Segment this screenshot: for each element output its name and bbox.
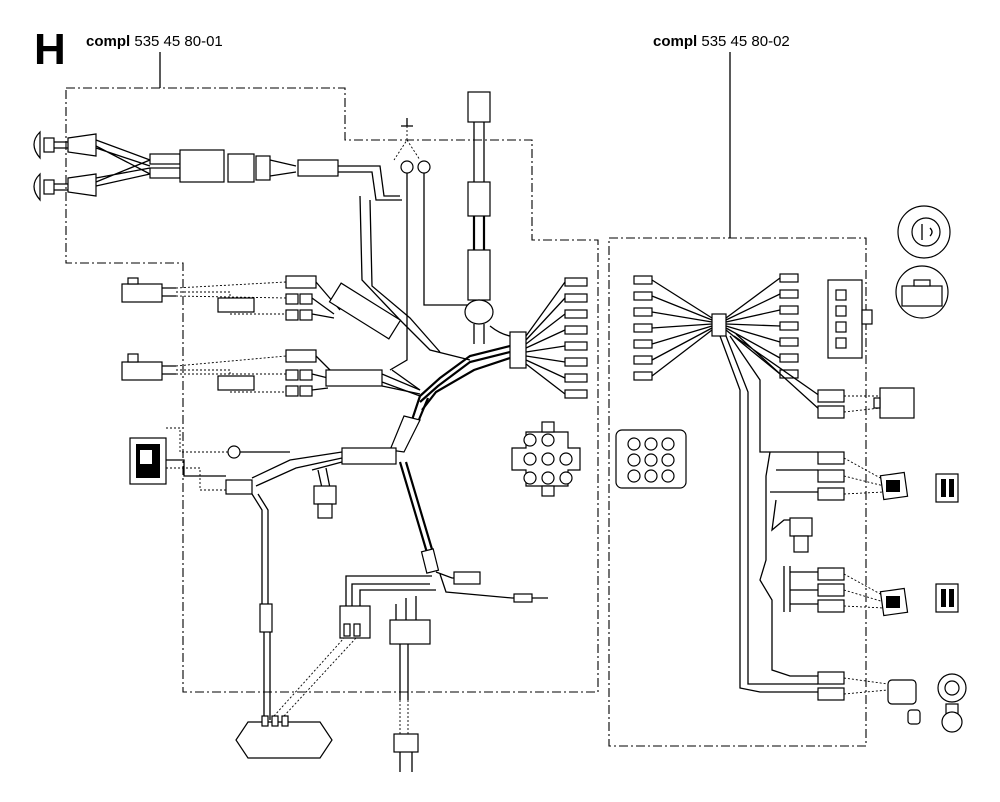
main-harness-trunk bbox=[359, 195, 511, 423]
dotted-links-switches bbox=[843, 395, 889, 695]
assembly-label-right: compl 535 45 80-02 bbox=[653, 34, 790, 49]
relay-left bbox=[129, 427, 290, 495]
assembly-label-left: compl 535 45 80-01 bbox=[86, 34, 223, 49]
right-connector-8 bbox=[817, 599, 845, 613]
headlight-upper bbox=[33, 130, 97, 160]
connector-housing-right bbox=[827, 279, 873, 359]
assembly-part-number-left: 535 45 80-01 bbox=[134, 33, 223, 50]
connector-9pin-right bbox=[615, 429, 687, 489]
assembly-boundary-right bbox=[608, 237, 867, 747]
regulator-branch bbox=[235, 493, 357, 759]
switch-lower-left bbox=[121, 349, 421, 397]
headlight-wires bbox=[95, 139, 151, 187]
relay-right bbox=[783, 517, 813, 612]
assembly-prefix-right: compl bbox=[653, 33, 698, 50]
headlight-lower bbox=[33, 172, 97, 202]
headlight-cable bbox=[338, 165, 402, 201]
lower-harness-branch bbox=[251, 415, 548, 603]
assembly-part-number-right: 535 45 80-02 bbox=[701, 33, 790, 50]
right-connector-3 bbox=[817, 451, 845, 465]
section-letter: H bbox=[34, 25, 66, 74]
top-connector bbox=[464, 91, 511, 344]
right-connector-5 bbox=[817, 487, 845, 501]
right-connector-9 bbox=[817, 671, 845, 685]
ground-terminals bbox=[389, 118, 470, 371]
symbol-plate-top bbox=[897, 205, 951, 259]
round-switch-top bbox=[873, 387, 915, 419]
right-wiring-trunk bbox=[719, 333, 821, 693]
headlight-connector bbox=[149, 149, 339, 183]
right-connector-10 bbox=[817, 687, 845, 701]
assembly-boundary-left bbox=[65, 87, 599, 693]
right-connector-2 bbox=[817, 405, 845, 419]
connector-9pin-left bbox=[511, 421, 581, 497]
rocker-switch-2 bbox=[879, 587, 909, 617]
right-splice-fan bbox=[633, 273, 799, 381]
branch-terminals-fan bbox=[525, 277, 588, 399]
right-connector-7 bbox=[817, 583, 845, 597]
switch-upper-left bbox=[121, 275, 402, 340]
rocker-detail-1 bbox=[935, 473, 959, 503]
right-connector-1 bbox=[817, 389, 845, 403]
rocker-detail-2 bbox=[935, 583, 959, 613]
bottom-connectors bbox=[339, 575, 436, 772]
rocker-switch-1 bbox=[879, 471, 909, 501]
branch-splice bbox=[509, 331, 527, 369]
key-switch-bottom bbox=[887, 679, 921, 725]
ignition-key-detail bbox=[937, 673, 967, 733]
assembly-prefix-left: compl bbox=[86, 33, 131, 50]
right-connector-6 bbox=[817, 567, 845, 581]
right-connector-4 bbox=[817, 469, 845, 483]
symbol-plate-2 bbox=[895, 265, 949, 319]
